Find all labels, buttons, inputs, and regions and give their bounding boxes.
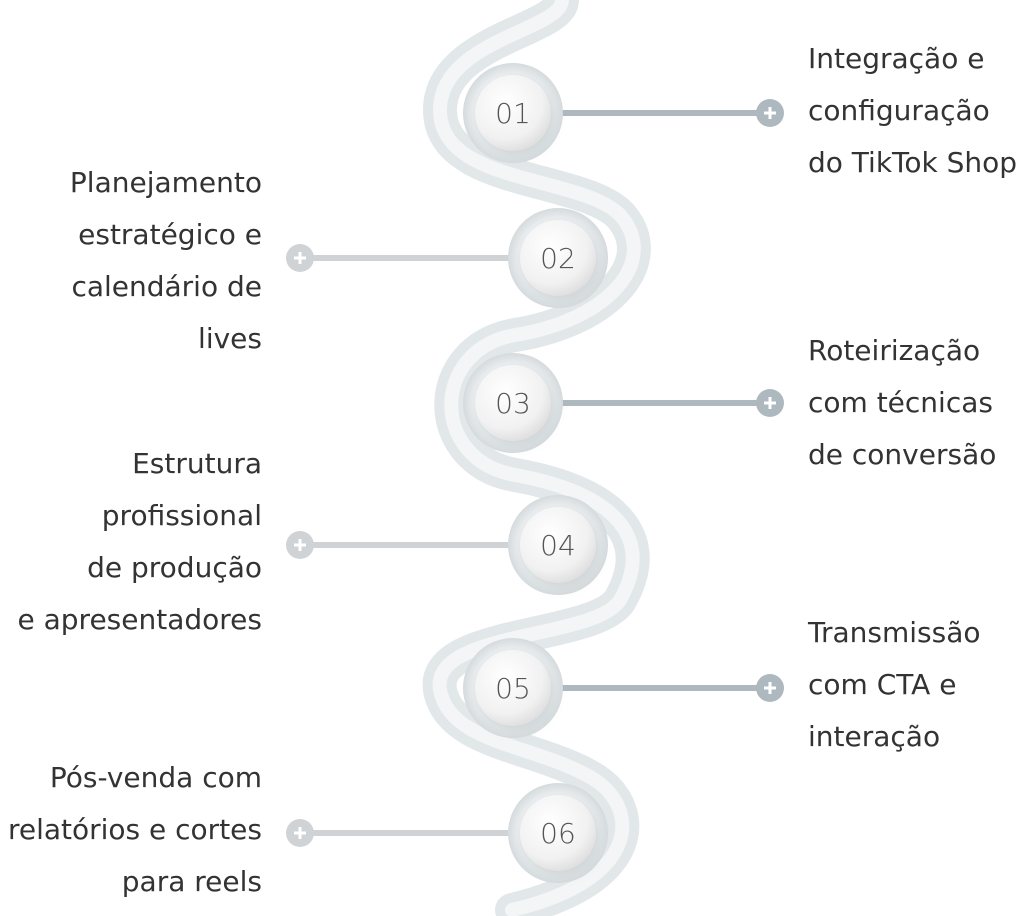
step-text-line: calendário de bbox=[71, 270, 262, 303]
connector-04 bbox=[286, 531, 530, 559]
step-text-line: Planejamento bbox=[69, 166, 262, 199]
step-circle-05: 05 bbox=[463, 638, 563, 738]
step-number: 03 bbox=[495, 387, 531, 420]
connector-06 bbox=[286, 819, 530, 847]
step-06-description: Pós-venda com relatórios e cortes para r… bbox=[8, 752, 262, 908]
step-05-description: Transmissão com CTA e interação bbox=[808, 607, 981, 763]
step-02-description: Planejamento estratégico e calendário de… bbox=[70, 157, 262, 365]
step-number: 05 bbox=[495, 672, 531, 705]
step-text-line: com CTA e bbox=[808, 668, 957, 701]
winding-path-inner bbox=[432, 0, 641, 916]
step-text-line: relatórios e cortes bbox=[7, 813, 262, 846]
step-text-line: e apresentadores bbox=[17, 603, 263, 636]
step-circle-04: 04 bbox=[508, 495, 608, 595]
step-text-line: profissional bbox=[101, 499, 262, 532]
step-04-description: Estrutura profissional de produção e apr… bbox=[18, 438, 263, 646]
step-text-line: interação bbox=[808, 720, 941, 753]
step-text-line: de conversão bbox=[808, 438, 997, 471]
step-number: 06 bbox=[540, 817, 576, 850]
step-circle-01: 01 bbox=[463, 63, 563, 163]
step-text-line: para reels bbox=[121, 865, 262, 898]
step-text-line: Estrutura bbox=[132, 447, 262, 480]
step-text-line: lives bbox=[198, 322, 262, 355]
step-number: 02 bbox=[540, 242, 576, 275]
winding-path bbox=[422, 0, 651, 916]
step-text-line: Transmissão bbox=[808, 616, 981, 649]
step-text-line: com técnicas bbox=[808, 386, 993, 419]
step-text-line: estratégico e bbox=[78, 218, 262, 251]
connector-01 bbox=[542, 99, 784, 127]
connector-02 bbox=[286, 244, 530, 272]
connector-03 bbox=[542, 389, 784, 417]
step-01-description: Integração e configuração do TikTok Shop bbox=[808, 33, 1017, 189]
step-number: 01 bbox=[495, 97, 531, 130]
step-text-line: do TikTok Shop bbox=[808, 146, 1018, 179]
connector-05 bbox=[542, 674, 784, 702]
step-text-line: configuração bbox=[808, 94, 990, 127]
step-circle-02: 02 bbox=[508, 208, 608, 308]
step-03-description: Roteirização com técnicas de conversão bbox=[808, 325, 996, 481]
step-text-line: Roteirização bbox=[808, 334, 981, 367]
step-circle-03: 03 bbox=[463, 353, 563, 453]
step-text-line: Integração e bbox=[808, 42, 985, 75]
step-text-line: Pós-venda com bbox=[49, 761, 262, 794]
step-number: 04 bbox=[540, 529, 576, 562]
step-circle-06: 06 bbox=[508, 783, 608, 883]
step-text-line: de produção bbox=[87, 551, 262, 584]
